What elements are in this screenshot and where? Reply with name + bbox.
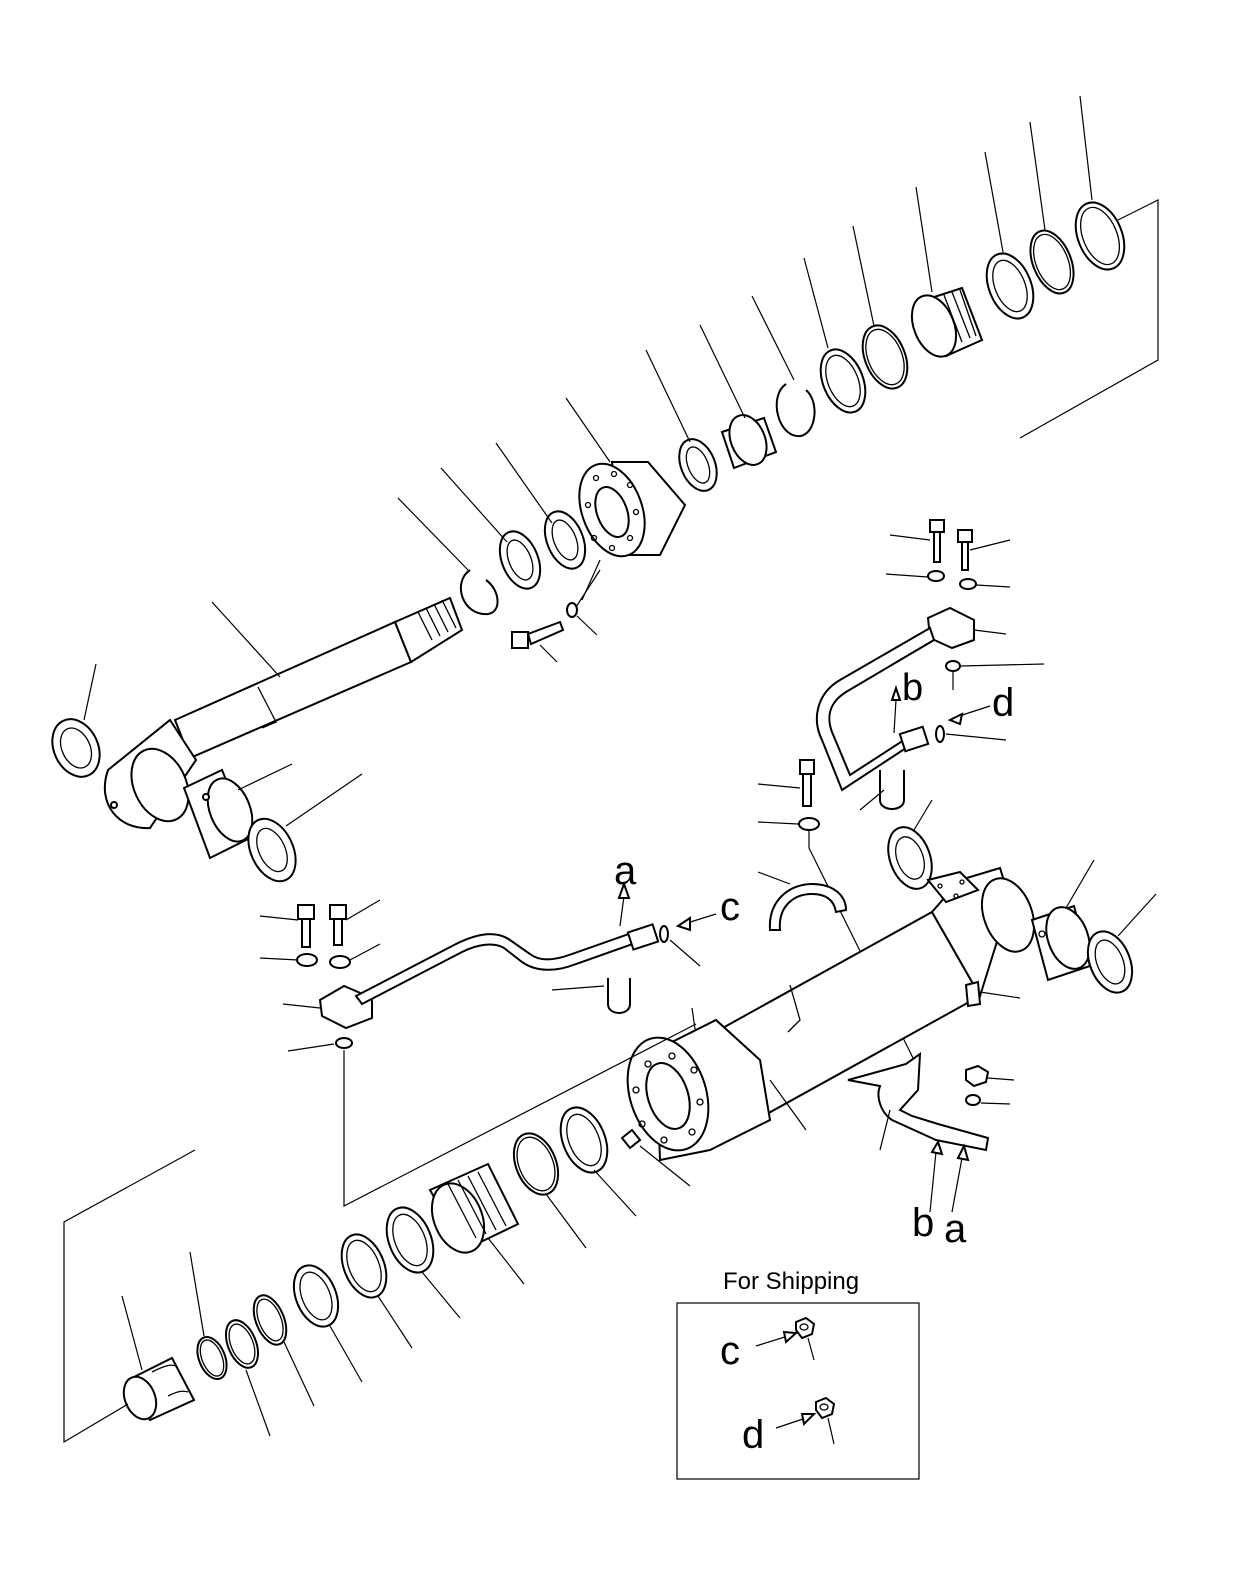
- clamp-nut-washer: [965, 1094, 1011, 1106]
- ring-upper-5: [852, 225, 909, 390]
- piston-nut: [121, 1295, 196, 1422]
- ring-lower-8: [189, 1251, 228, 1380]
- ring-lower-7: [224, 1319, 271, 1437]
- bushing-upper: [699, 324, 778, 470]
- shipping-plug-c: c: [720, 1316, 816, 1373]
- shipping-label-c: c: [720, 1329, 740, 1373]
- snap-ring-upper: [397, 497, 499, 616]
- tube-b: b: [815, 626, 936, 792]
- tube-a-oring: [287, 1023, 697, 1207]
- callout-a-tube: a: [614, 849, 637, 893]
- tube-b-oring: [945, 660, 1045, 690]
- grease-fitting: [964, 980, 1021, 1008]
- tube-b-d-oring: d: [935, 681, 1014, 743]
- shipping-label-d: d: [742, 1413, 764, 1457]
- tube-bottom-eye: [926, 870, 1036, 953]
- piston-upper: [910, 186, 984, 358]
- u-bolt-lower: [551, 978, 631, 1014]
- head-bolt-washer: [566, 569, 601, 636]
- tube-a-washer-2: [329, 943, 381, 969]
- ring-lower-5: [292, 1264, 363, 1383]
- ring-upper-1: [440, 467, 542, 590]
- ring-lower-1: [559, 1106, 637, 1217]
- plug-head: [620, 1128, 691, 1187]
- clamp-bolt: [757, 759, 815, 807]
- rod-end-eye: [103, 718, 198, 830]
- bottom-tube-bolt-2: [957, 529, 1011, 571]
- cylinder-tube-head: [626, 1018, 807, 1162]
- u-bolt-upper: [859, 770, 905, 811]
- head-bolt: [511, 620, 565, 663]
- tube-lower-clamp: b a: [847, 1051, 990, 1251]
- tube-a-flange: [282, 984, 373, 1030]
- tube-b-flange: [926, 606, 1007, 650]
- callout-c-oring: c: [720, 885, 740, 929]
- bottom-tube-washer-1: [885, 570, 945, 582]
- tube-top-clamp: [757, 871, 848, 931]
- snap-ring-upper-2: [751, 295, 816, 438]
- tube-a-washer-1: [259, 953, 318, 967]
- ring-lower-6: [252, 1294, 315, 1407]
- shipping-plug-d: d: [742, 1396, 836, 1457]
- ring-upper-3: [645, 349, 718, 492]
- tube-bushing-right: [1030, 859, 1095, 982]
- tube-dust-seal-right: [1086, 893, 1157, 994]
- bottom-tube-bolt-1: [889, 519, 945, 563]
- shipping-box: For Shipping c d: [676, 1268, 920, 1480]
- callout-d-oring: d: [992, 681, 1014, 725]
- tube-a-c-oring: c: [659, 885, 740, 967]
- cylinder-head: [565, 397, 687, 558]
- ring-upper-8: [1074, 95, 1126, 271]
- tube-a-bolt-2: [329, 899, 381, 946]
- rod-end-dust-seal: [247, 773, 363, 883]
- tube-a: a: [354, 849, 660, 1006]
- rod-end-bushing: [182, 763, 293, 860]
- ring-upper-6: [984, 151, 1035, 320]
- ring-lower-2: [512, 1132, 587, 1249]
- tube-a-bolt-1: [259, 904, 315, 948]
- bottom-dust-seal-right: [887, 799, 933, 890]
- rod-end-seal: [51, 663, 101, 778]
- ring-upper-2: [495, 442, 587, 570]
- callout-b-clamp: b: [912, 1201, 934, 1245]
- piston-lower: [428, 1162, 525, 1285]
- ring-lower-3: [385, 1206, 461, 1319]
- ring-upper-4: [803, 257, 867, 414]
- clamp-nut: [965, 1064, 1015, 1088]
- ring-lower-4: [340, 1233, 413, 1349]
- callout-b-tube: b: [902, 667, 923, 709]
- callout-a-clamp: a: [944, 1207, 967, 1251]
- piston-rod: [173, 596, 464, 760]
- bottom-tube-washer-2: [959, 578, 1011, 590]
- shipping-title: For Shipping: [723, 1268, 859, 1295]
- ring-upper-7: [1029, 121, 1075, 295]
